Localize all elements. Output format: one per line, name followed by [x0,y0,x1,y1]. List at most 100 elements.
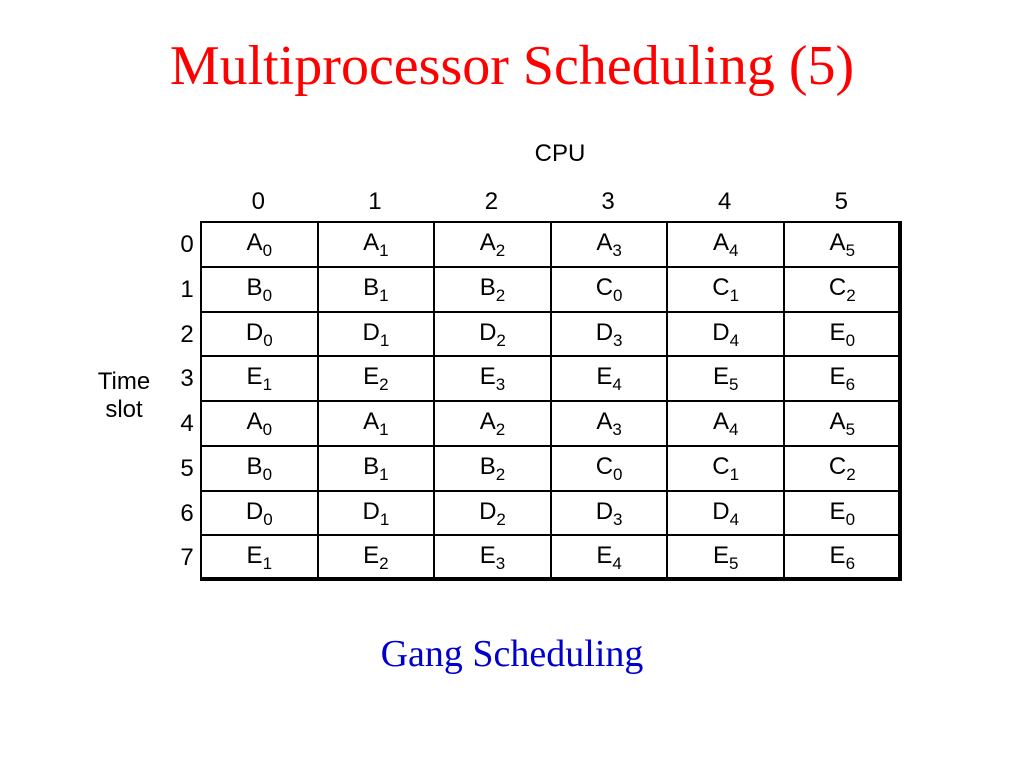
schedule-cell: C0 [549,265,669,313]
schedule-cell: E2 [316,534,436,581]
thread-letter: E [596,542,613,570]
thread-index: 1 [379,420,389,439]
schedule-cell: D0 [200,489,319,537]
thread-index: 4 [729,509,740,529]
thread-index: 5 [728,554,739,574]
thread-letter: B [246,273,263,301]
thread-letter: A [363,229,380,256]
thread-letter: A [829,408,846,435]
slot-header-1: 1 [180,275,194,303]
schedule-cell: B2 [433,444,552,492]
thread-index: 1 [262,554,273,574]
schedule-cell: A1 [316,221,436,268]
thread-letter: C [828,273,847,301]
thread-index: 2 [846,285,856,305]
thread-letter: D [245,318,264,346]
schedule-cell: D4 [666,489,785,537]
schedule-cell: B2 [433,265,552,313]
schedule-cell: D0 [200,310,319,358]
thread-index: 2 [379,554,389,574]
thread-index: 1 [729,285,740,305]
schedule-cell: E3 [433,355,552,402]
thread-letter: C [712,452,730,480]
schedule-cell: C0 [549,444,669,492]
thread-letter: C [595,273,614,301]
thread-letter: E [829,363,846,391]
time-label-line2: slot [105,396,143,423]
thread-letter: D [362,318,380,346]
thread-letter: B [363,452,380,480]
thread-letter: B [479,452,496,480]
thread-letter: A [479,408,496,435]
thread-index: 2 [495,241,506,260]
slide-caption: Gang Scheduling [380,633,644,675]
schedule-cell: E1 [200,534,319,581]
schedule-cell: A2 [433,400,552,447]
schedule-cell: A5 [783,400,902,447]
schedule-cell: C2 [783,444,902,492]
thread-letter: C [595,452,614,480]
thread-index: 5 [845,420,856,439]
thread-letter: D [362,497,380,525]
schedule-cell: B0 [200,444,319,492]
thread-index: 0 [845,330,856,350]
thread-index: 2 [495,285,506,305]
thread-index: 0 [613,285,623,305]
cpu-header-1: 1 [368,188,382,215]
thread-index: 0 [263,330,273,350]
thread-index: 1 [729,464,740,484]
thread-letter: E [479,542,496,570]
thread-letter: B [363,273,380,301]
thread-letter: E [829,318,846,346]
thread-letter: A [712,408,729,435]
thread-index: 0 [262,420,273,439]
thread-index: 0 [262,285,273,305]
schedule-cell: C2 [783,265,902,313]
thread-index: 4 [729,330,740,350]
thread-letter: E [363,542,380,570]
cpu-header-4: 4 [718,188,732,215]
schedule-cell: A4 [666,221,785,268]
thread-letter: E [363,363,380,391]
schedule-cell: E5 [666,534,785,581]
schedule-cell: A3 [549,400,669,447]
slide-title: Multiprocessor Scheduling (5) [169,35,855,97]
thread-letter: E [712,542,729,570]
thread-letter: C [712,273,730,301]
thread-index: 2 [495,420,506,439]
thread-letter: D [245,497,264,525]
thread-index: 0 [845,509,856,529]
schedule-cell: E3 [433,534,552,581]
thread-index: 4 [728,241,739,260]
thread-letter: D [712,318,730,346]
thread-letter: A [596,229,613,256]
thread-index: 5 [845,241,856,260]
thread-letter: E [246,542,263,570]
thread-index: 1 [379,509,390,529]
thread-index: 1 [262,375,273,395]
schedule-cell: A1 [316,400,436,447]
thread-index: 3 [612,241,622,260]
slot-header-3: 3 [180,365,194,393]
thread-letter: E [479,363,496,391]
thread-index: 3 [613,330,623,350]
slot-header-2: 2 [180,320,194,348]
thread-letter: D [479,497,497,525]
thread-letter: A [596,408,613,435]
schedule-cell: B0 [200,265,319,313]
thread-letter: D [479,318,497,346]
thread-index: 6 [845,554,856,574]
thread-index: 3 [613,509,623,529]
thread-index: 0 [613,464,623,484]
schedule-cell: B1 [316,444,436,492]
slot-header-5: 5 [180,454,194,482]
thread-index: 0 [262,241,273,260]
thread-letter: A [246,229,263,256]
thread-letter: D [712,497,730,525]
thread-index: 2 [496,509,506,529]
schedule-cell: D2 [433,489,552,537]
time-label-line1: Time [97,368,151,395]
schedule-cell: A2 [433,221,552,268]
